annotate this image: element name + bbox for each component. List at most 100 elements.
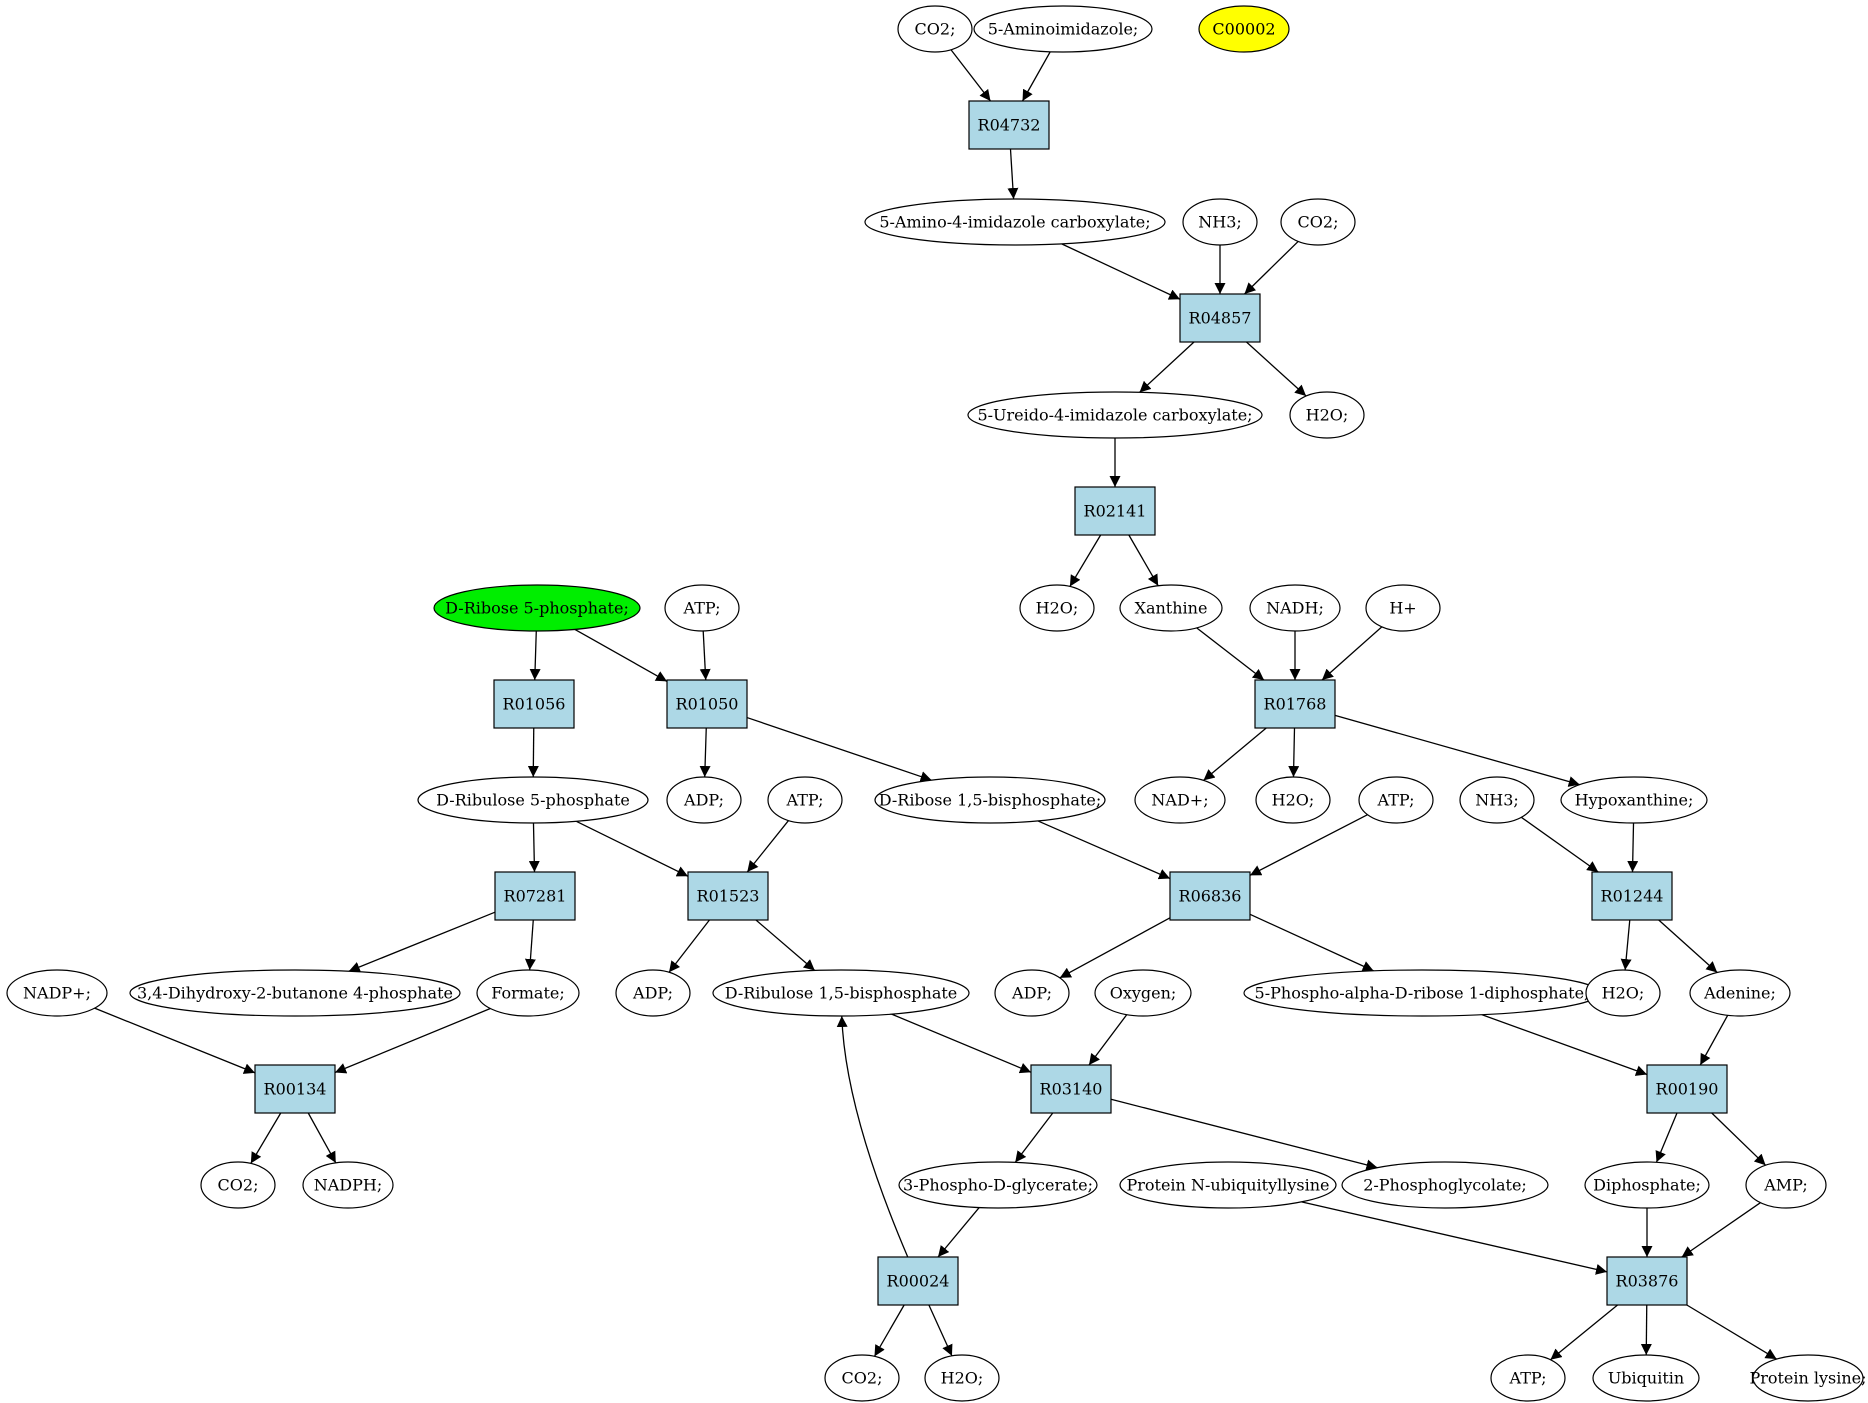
compound-node-c_hplus: H+ [1365,584,1441,632]
edge-c_aica-to-r04857 [1061,243,1181,300]
compound-node-c_nadph: NADPH; [302,1161,394,1209]
reaction-node-r04732: R04732 [968,100,1050,150]
compound-label: D-Ribose 1,5-bisphosphate; [879,791,1102,810]
compound-node-c_atp_a: ATP; [664,584,740,632]
compound-label: Diphosphate; [1593,1176,1701,1195]
edge-c_protnub-to-r03876 [1301,1201,1608,1275]
reaction-label: R06836 [1179,887,1242,906]
edge-r01768-to-c_h2o_c [1288,727,1300,778]
reaction-box [254,1064,336,1114]
compound-node-c_ubiquitin: Ubiquitin [1592,1354,1700,1402]
compound-label: 5-Phospho-alpha-D-ribose 1-diphosphate; [1255,984,1590,1003]
compound-ellipse [664,584,740,632]
reaction-label: R03876 [1616,1272,1679,1291]
reaction-label: R01768 [1264,695,1327,714]
reaction-node-r00024: R00024 [877,1256,959,1306]
reaction-label: R01244 [1601,887,1664,906]
compound-ellipse [967,391,1263,439]
compound-label: NH3; [1475,791,1519,810]
edge-c_r15bp-to-r06836 [1037,820,1171,880]
compound-ellipse [1341,1161,1549,1209]
reaction-box [1074,486,1156,536]
edge-c_ru5p-to-r07281 [528,822,540,873]
reaction-label: R04732 [978,116,1041,135]
compound-label: H2O; [1602,984,1645,1003]
compound-ellipse [666,776,742,824]
reaction-box [1179,293,1261,343]
compound-label: NADP+; [23,984,91,1003]
compound-ellipse [874,776,1106,824]
compound-node-c_hypox: Hypoxanthine; [1560,776,1708,824]
compound-ellipse [1119,1161,1337,1209]
edge-r03876-to-c_protlys [1686,1304,1777,1360]
compound-label: ATP; [683,599,721,618]
compound-node-c_nh3_b: NH3; [1459,776,1535,824]
compound-label: CO2; [842,1369,883,1388]
reaction-node-r04857: R04857 [1179,293,1261,343]
compound-label: Ubiquitin [1608,1369,1684,1388]
compound-node-c_aminoimid: 5-Aminoimidazole; [973,5,1153,53]
edge-r07281-to-c_dhbp [348,911,496,973]
edge-c_co2_b-to-r04857 [1244,240,1299,295]
compound-node-c_h2o_b: H2O; [1019,584,1095,632]
edge-r03140-to-c_2pg [1110,1098,1378,1171]
edge-c_prpp-to-r00190 [1481,1014,1648,1076]
compound-ellipse [994,969,1070,1017]
edge-layer [94,49,1777,1361]
compound-ellipse [1752,1354,1864,1402]
compound-label: 5-Ureido-4-imidazole carboxylate; [977,406,1252,425]
compound-label: Oxygen; [1110,984,1177,1003]
edge-c_formate-to-r00134 [334,1007,491,1074]
compound-ellipse [1280,198,1356,246]
reaction-label: R00024 [887,1272,950,1291]
compound-ellipse [1289,391,1365,439]
reaction-box [1591,871,1673,921]
edge-r01050-to-c_r15bp [746,716,932,782]
compound-node-c_adenine: Adenine; [1689,969,1791,1017]
compound-label: AMP; [1763,1176,1808,1195]
edge-c_r5p-to-r01056 [529,630,541,681]
reaction-box [666,679,748,729]
compound-ellipse [433,584,641,632]
compound-label: 5-Amino-4-imidazole carboxylate; [879,213,1150,232]
compound-node-c_nadh: NADH; [1249,584,1341,632]
edge-r03876-to-c_atp_d [1550,1304,1618,1361]
edge-r06836-to-c_prpp [1249,913,1374,972]
edge-r01056-to-c_ru5p [527,727,539,778]
compound-node-c_aica: 5-Amino-4-imidazole carboxylate; [864,198,1166,246]
compound-ellipse [476,969,580,1017]
compound-label: CO2; [915,20,956,39]
reaction-label: R01050 [676,695,739,714]
compound-label: H2O; [1306,406,1349,425]
compound-node-c_nadplus: NAD+; [1134,776,1226,824]
compound-node-c_h2o_d: H2O; [1585,969,1661,1017]
edge-c_atp_b-to-r01523 [746,820,789,873]
reaction-node-r01056: R01056 [493,679,575,729]
edge-r04857-to-c_h2o_a [1246,341,1307,397]
compound-label: D-Ribulose 5-phosphate [436,791,630,810]
edge-c_hplus-to-r01768 [1321,626,1383,681]
compound-label: Protein lysine; [1749,1369,1866,1388]
edge-c_co2_top-to-r04732 [950,49,992,102]
edge-c_nh3_b-to-r01244 [1520,816,1599,873]
compound-ellipse [1198,5,1290,53]
compound-ellipse [417,776,649,824]
compound-label: ATP; [1509,1369,1547,1388]
compound-ellipse [924,1354,1000,1402]
edge-r01523-to-c_adp_b [668,919,710,973]
edge-r00134-to-c_nadph [307,1112,337,1164]
compound-ellipse [200,1161,276,1209]
compound-ellipse [129,969,461,1017]
edge-r00190-to-c_diphos [1655,1112,1678,1163]
compound-node-c_formate: Formate; [476,969,580,1017]
compound-label: H2O; [1272,791,1315,810]
edge-c_3pg-to-r00024 [937,1207,980,1258]
compound-node-c_3pg: 3-Phospho-D-glycerate; [898,1161,1098,1209]
compound-label: Xanthine [1135,599,1208,618]
compound-label: H2O; [941,1369,984,1388]
compound-ellipse [1365,584,1441,632]
compound-label: ADP; [1011,984,1052,1003]
compound-ellipse [898,1161,1098,1209]
compound-node-c_c00002: C00002 [1198,5,1290,53]
compound-node-c_co2_top: CO2; [897,5,973,53]
